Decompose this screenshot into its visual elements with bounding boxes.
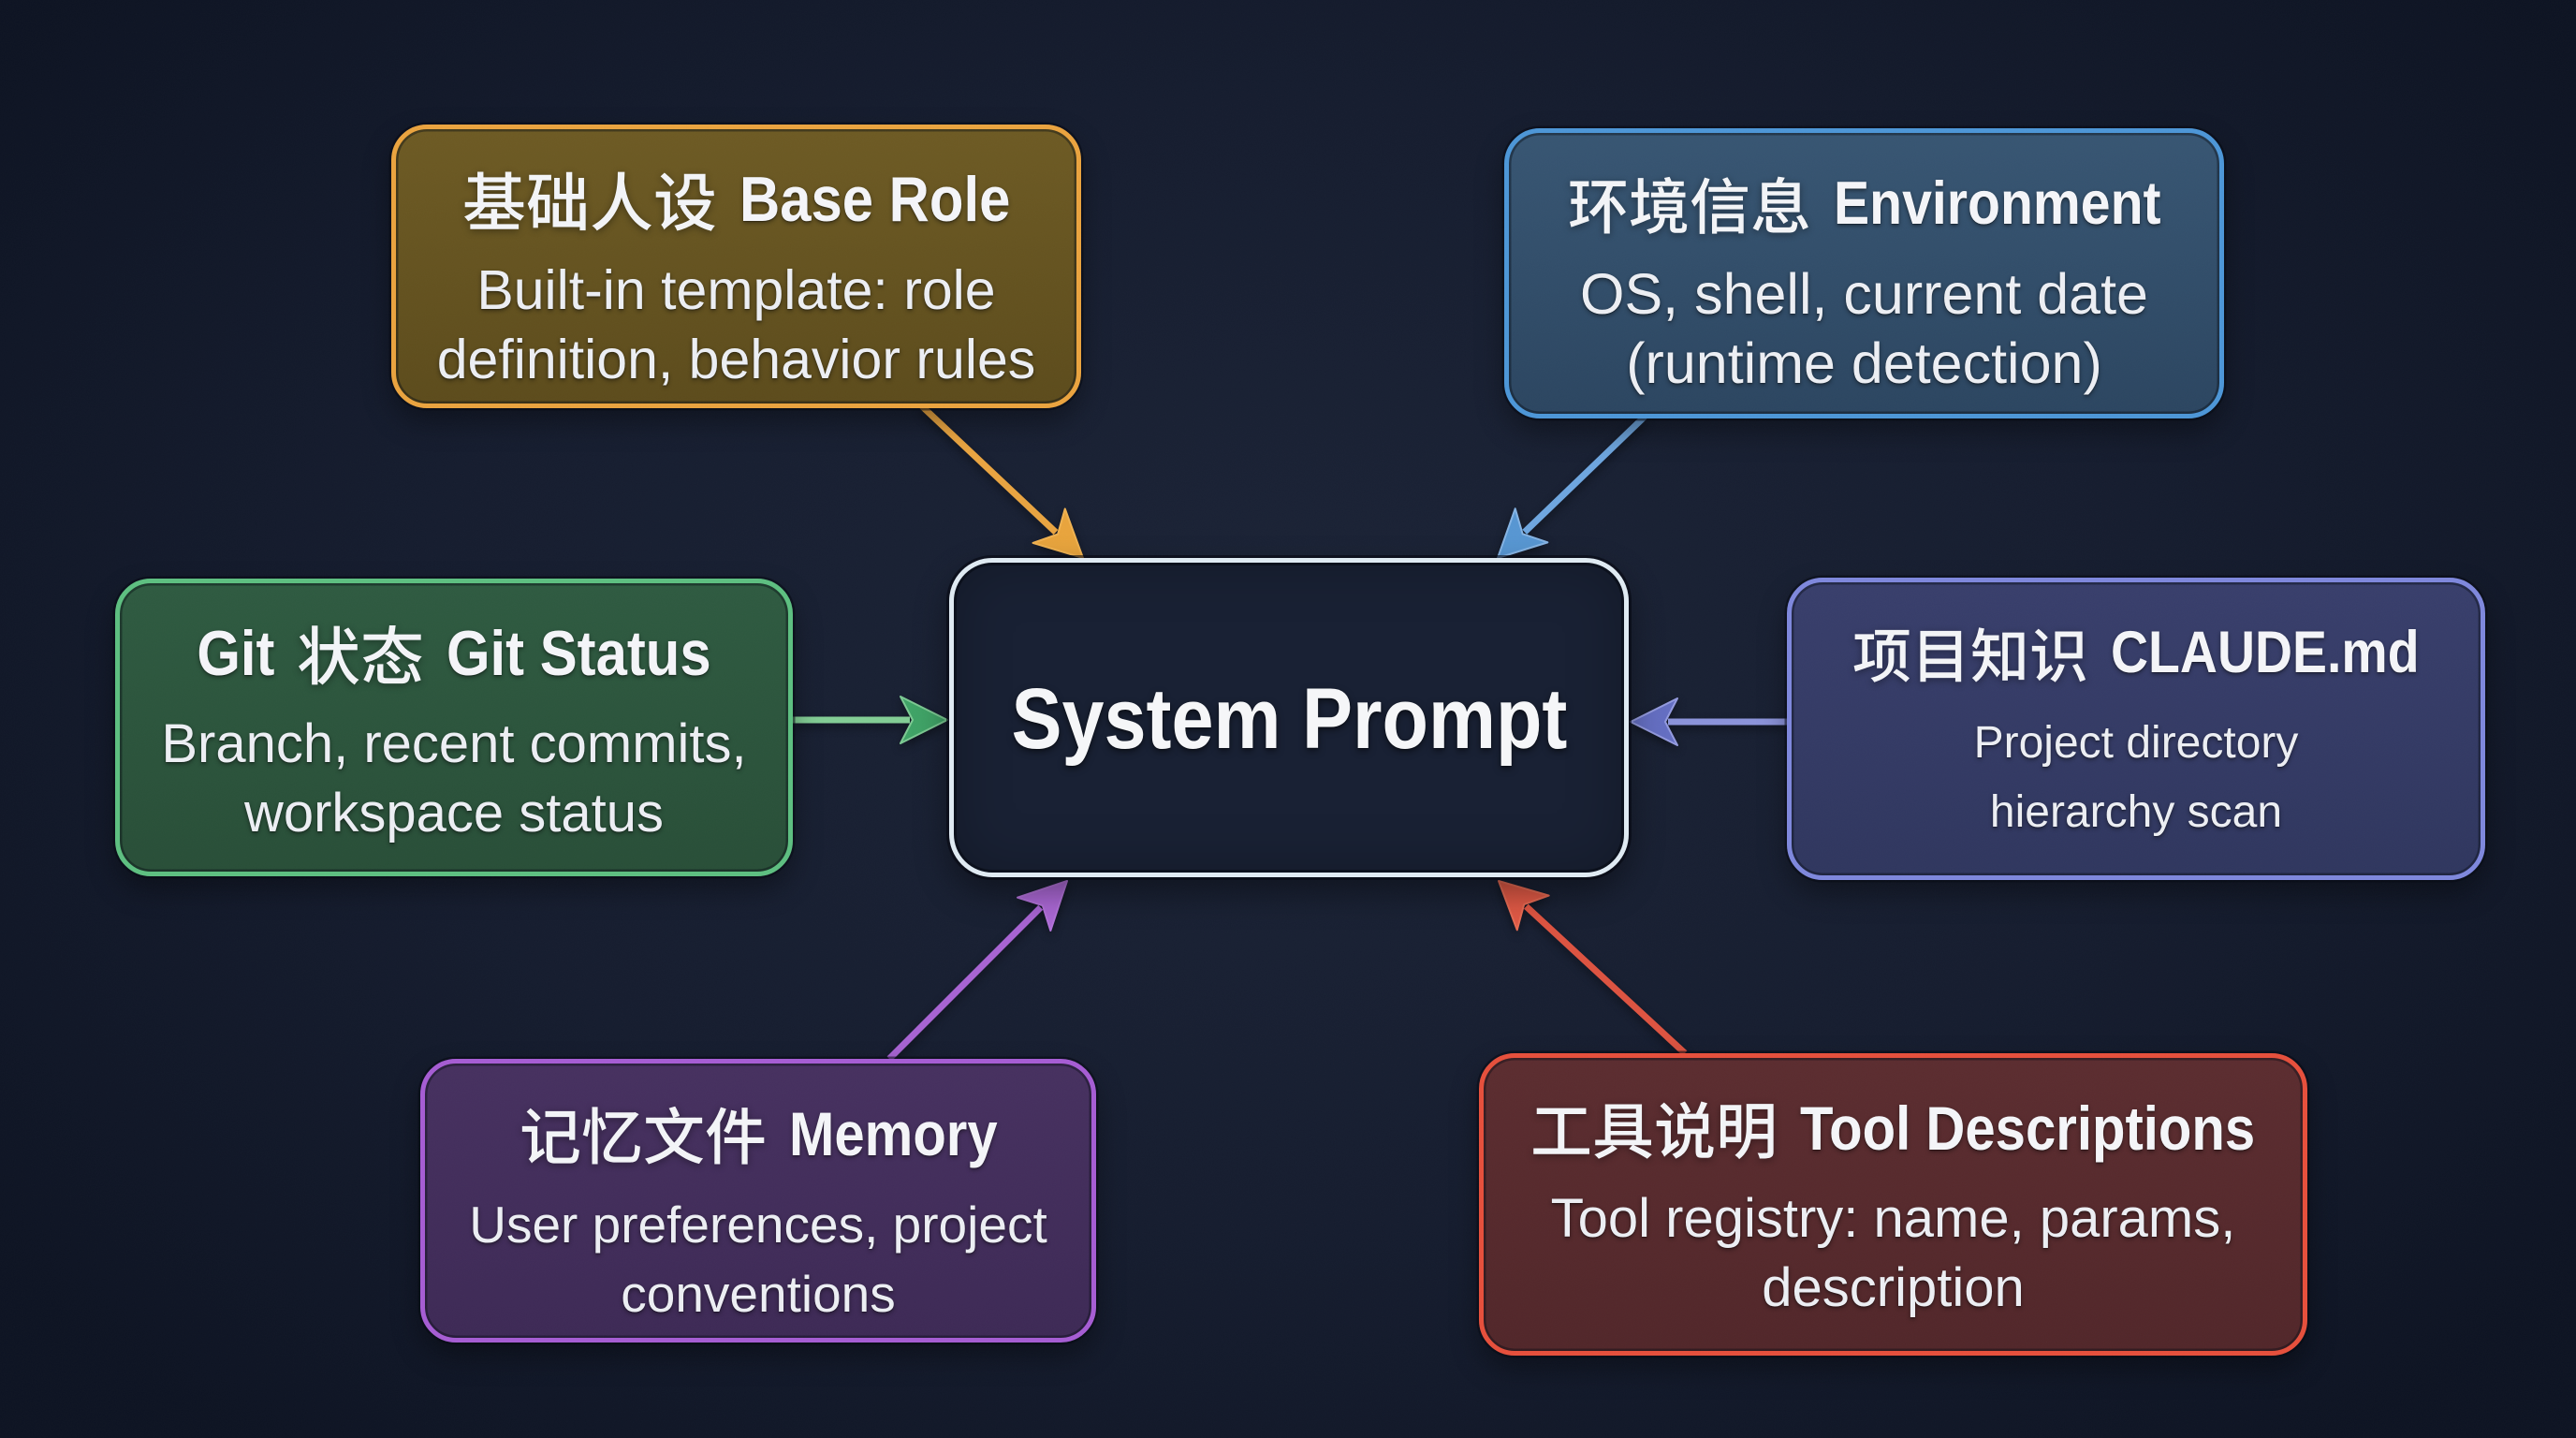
node-title-cjk-text [299,624,422,685]
node-title-cjk-text [521,1106,764,1165]
node-description: OS, shell, current date (runtime detecti… [1580,259,2148,398]
node-title-latin-prefix: Git [197,618,275,689]
node-description-line: Project directory [1973,718,2299,768]
node-description: Built-in template: role definition, beha… [437,256,1036,394]
node-memory: Memory User preferences, project convent… [420,1059,1096,1343]
cjk-glyph [463,171,524,229]
cjk-glyph [1594,1104,1653,1159]
node-title: Tool Descriptions [1530,1093,2256,1164]
node-description-line: conventions [621,1265,896,1323]
node-description: Branch, recent commits, workspace status [161,710,746,848]
cjk-glyph [1569,180,1626,234]
cjk-glyph [1752,176,1808,233]
node-git-status: Git Git Status Branch, recent commits, w… [115,579,793,876]
node-claude-md: CLAUDE.md Project directory hierarchy sc… [1787,578,2485,880]
node-title-latin: Git Status [446,618,711,689]
cjk-glyph [527,171,586,231]
cjk-glyph [1920,630,1962,682]
node-description: User preferences, project conventions [469,1190,1047,1328]
node-title-cjk-text [1569,176,1808,234]
node-description: Tool registry: name, params, description [1551,1184,2236,1323]
arrow-line [886,904,1044,1062]
cjk-glyph [592,171,651,231]
node-title-latin: Environment [1833,169,2161,237]
node-title-latin: Base Role [739,164,1011,235]
node-description: Project directory hierarchy scan [1974,709,2299,847]
node-system-prompt: System Prompt [949,558,1629,877]
node-description-line: workspace status [243,783,665,844]
system-prompt-label: System Prompt [1011,671,1567,767]
node-description-line: User preferences, project [469,1196,1047,1254]
cjk-glyph [1690,176,1748,234]
arrow-line [919,404,1059,536]
node-description-line: hierarchy scan [1989,787,2283,837]
node-title: Git Git Status [197,618,711,689]
node-description-line: OS, shell, current date [1580,262,2148,326]
cjk-glyph [655,172,715,231]
cjk-glyph [1971,626,2025,682]
node-title: CLAUDE.md [1852,617,2420,688]
node-title-latin: Memory [788,1099,998,1168]
node-description-line: Built-in template: role [476,259,996,321]
arrow-line [1524,903,1688,1056]
node-description-line: definition, behavior rules [436,329,1036,390]
cjk-glyph [299,625,359,685]
cjk-glyph [1630,176,1687,234]
cjk-glyph [1533,1108,1590,1154]
node-base-role: Base Role Built-in template: role defini… [391,125,1081,408]
node-title-latin: Tool Descriptions [1800,1093,2256,1163]
node-title-cjk-text [463,171,715,231]
cjk-glyph [521,1108,579,1164]
cjk-glyph [363,624,422,684]
node-tool-descriptions: Tool Descriptions Tool registry: name, p… [1479,1053,2307,1356]
node-title: Base Role [462,164,1010,235]
cjk-glyph [1657,1101,1715,1159]
node-description-line: Tool registry: name, params, [1550,1188,2236,1249]
node-title: Environment [1568,168,2161,239]
arrow-claude-md-to-center [1630,697,1787,746]
arrow-memory-to-center [886,880,1068,1062]
node-environment: Environment OS, shell, current date (run… [1504,128,2224,418]
node-description-line: description [1762,1257,2025,1318]
arrow-base-role-to-center [919,404,1084,559]
cjk-glyph [582,1107,640,1165]
node-description-line: (runtime detection) [1626,331,2102,395]
node-title: Memory [520,1098,998,1169]
cjk-glyph [1853,629,1910,682]
node-description-line: Branch, recent commits, [161,713,747,774]
cjk-glyph [2032,628,2086,682]
arrow-environment-to-center [1497,414,1647,559]
node-title-cjk-text [1533,1101,1775,1160]
cjk-glyph [644,1106,703,1165]
cjk-glyph [1720,1104,1775,1160]
arrow-git-status-to-center [793,696,948,744]
node-title-latin: CLAUDE.md [2111,620,2420,685]
node-title-cjk-text [1853,626,2086,682]
arrow-tool-descriptions-to-center [1498,880,1688,1056]
cjk-glyph [706,1107,764,1165]
arrow-line [1522,414,1647,535]
